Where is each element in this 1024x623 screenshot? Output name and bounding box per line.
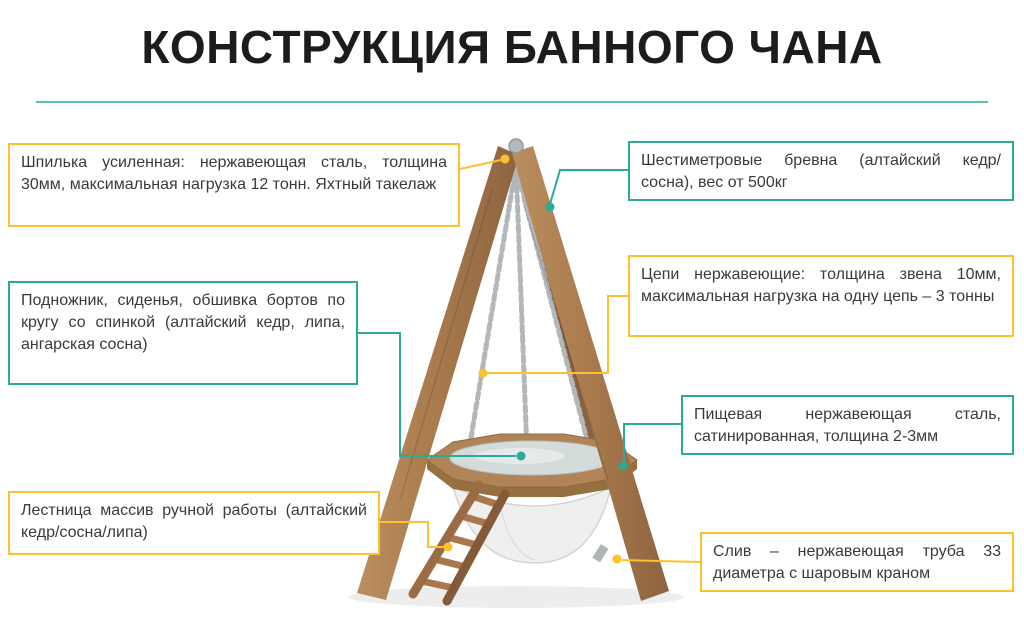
callout-ladder: Лестница массив ручной работы (алтайский… [8, 491, 380, 555]
anchor-dot-drain [612, 554, 622, 564]
callout-stud: Шпилька усиленная: нержавеющая сталь, то… [8, 143, 460, 227]
ground-shadow [348, 586, 684, 608]
callout-drain: Слив – нержавеющая труба 33 диаметра с ш… [700, 532, 1014, 592]
callout-steel-bowl: Пищевая нержавеющая сталь, сатинированна… [681, 395, 1014, 455]
anchor-dot-logs [545, 202, 555, 212]
title-divider [36, 101, 988, 103]
leader-line-ladder [380, 521, 444, 548]
leader-line-stud [459, 159, 502, 170]
stud-pin-icon [508, 138, 524, 154]
callout-seats: Подножник, сиденья, обшивка бортов по кр… [8, 281, 358, 385]
callout-logs: Шестиметровые бревна (алтайский кедр/сос… [628, 141, 1014, 201]
ladder [408, 480, 510, 606]
callout-chains: Цепи нержавеющие: толщина звена 10мм, ма… [628, 255, 1014, 337]
leader-line-seats [358, 332, 516, 457]
leader-line-steel [623, 423, 681, 462]
drain-pipe [592, 544, 609, 563]
anchor-dot-ladder [443, 542, 453, 552]
anchor-dot-steel [618, 461, 628, 471]
leader-line-chains [487, 295, 628, 374]
anchor-dot-seats [516, 451, 526, 461]
tub-bowl-seam [499, 501, 536, 561]
leader-line-logs [549, 169, 628, 205]
leader-line-drain [621, 559, 701, 563]
page-title: КОНСТРУКЦИЯ БАННОГО ЧАНА [141, 21, 883, 73]
chains [467, 163, 591, 455]
wood-grain [399, 189, 609, 501]
anchor-dot-chains [478, 368, 488, 378]
anchor-dot-stud [500, 154, 510, 164]
tripod-leg-left [357, 146, 519, 600]
